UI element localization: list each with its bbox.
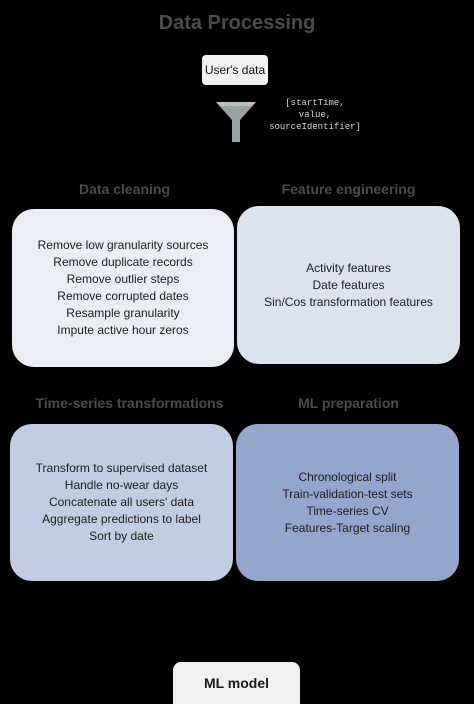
card-item: Handle no-wear days: [64, 478, 179, 492]
funnel-icon: [216, 102, 256, 142]
input-fields-note: [startTime, value, sourceIdentifier]: [260, 97, 370, 133]
card-item: Train-validation-test sets: [282, 486, 413, 501]
input-field-value: value,: [298, 110, 332, 120]
card-item: Impute active hour zeros: [57, 323, 189, 337]
card-item: Remove outlier steps: [66, 272, 180, 286]
card-item: Aggregate predictions to label: [42, 512, 201, 526]
card-item: Sort by date: [89, 529, 154, 543]
card-item: Time-series CV: [306, 503, 389, 518]
card-item: Transform to supervised dataset: [35, 461, 208, 475]
card-item: Remove corrupted dates: [57, 289, 189, 303]
card-item: Concatenate all users' data: [48, 495, 195, 509]
data-cleaning-card: Remove low granularity sources Remove du…: [12, 209, 234, 367]
card-item: Sin/Cos transformation features: [264, 294, 433, 309]
section-title-feature-engineering: Feature engineering: [281, 181, 416, 197]
card-item: Features-Target scaling: [284, 520, 411, 535]
card-item: Remove low granularity sources: [37, 238, 209, 252]
users-data-label: User's data: [204, 63, 266, 77]
input-field-start-time: [startTime,: [285, 98, 345, 108]
section-title-data-cleaning: Data cleaning: [78, 181, 171, 197]
diagram-title: Data Processing: [158, 12, 316, 34]
section-title-ml-preparation: ML preparation: [298, 395, 399, 411]
ml-model-label: ML model: [203, 675, 270, 691]
card-item: Chronological split: [298, 469, 397, 484]
users-data-box: User's data: [202, 55, 268, 85]
input-field-source-identifier: sourceIdentifier]: [269, 122, 361, 132]
card-item: Remove duplicate records: [53, 255, 193, 269]
section-title-time-series-transformations: Time-series transformations: [35, 395, 224, 411]
card-item: Resample granularity: [66, 306, 180, 320]
card-item: Activity features: [306, 260, 391, 275]
ml-preparation-card: Chronological split Train-validation-tes…: [236, 424, 459, 581]
feature-engineering-card: Activity features Date features Sin/Cos …: [237, 206, 460, 364]
ml-model-box: ML model: [173, 662, 300, 704]
card-item: Date features: [312, 277, 385, 292]
time-series-transformations-card: Transform to supervised dataset Handle n…: [10, 424, 233, 581]
